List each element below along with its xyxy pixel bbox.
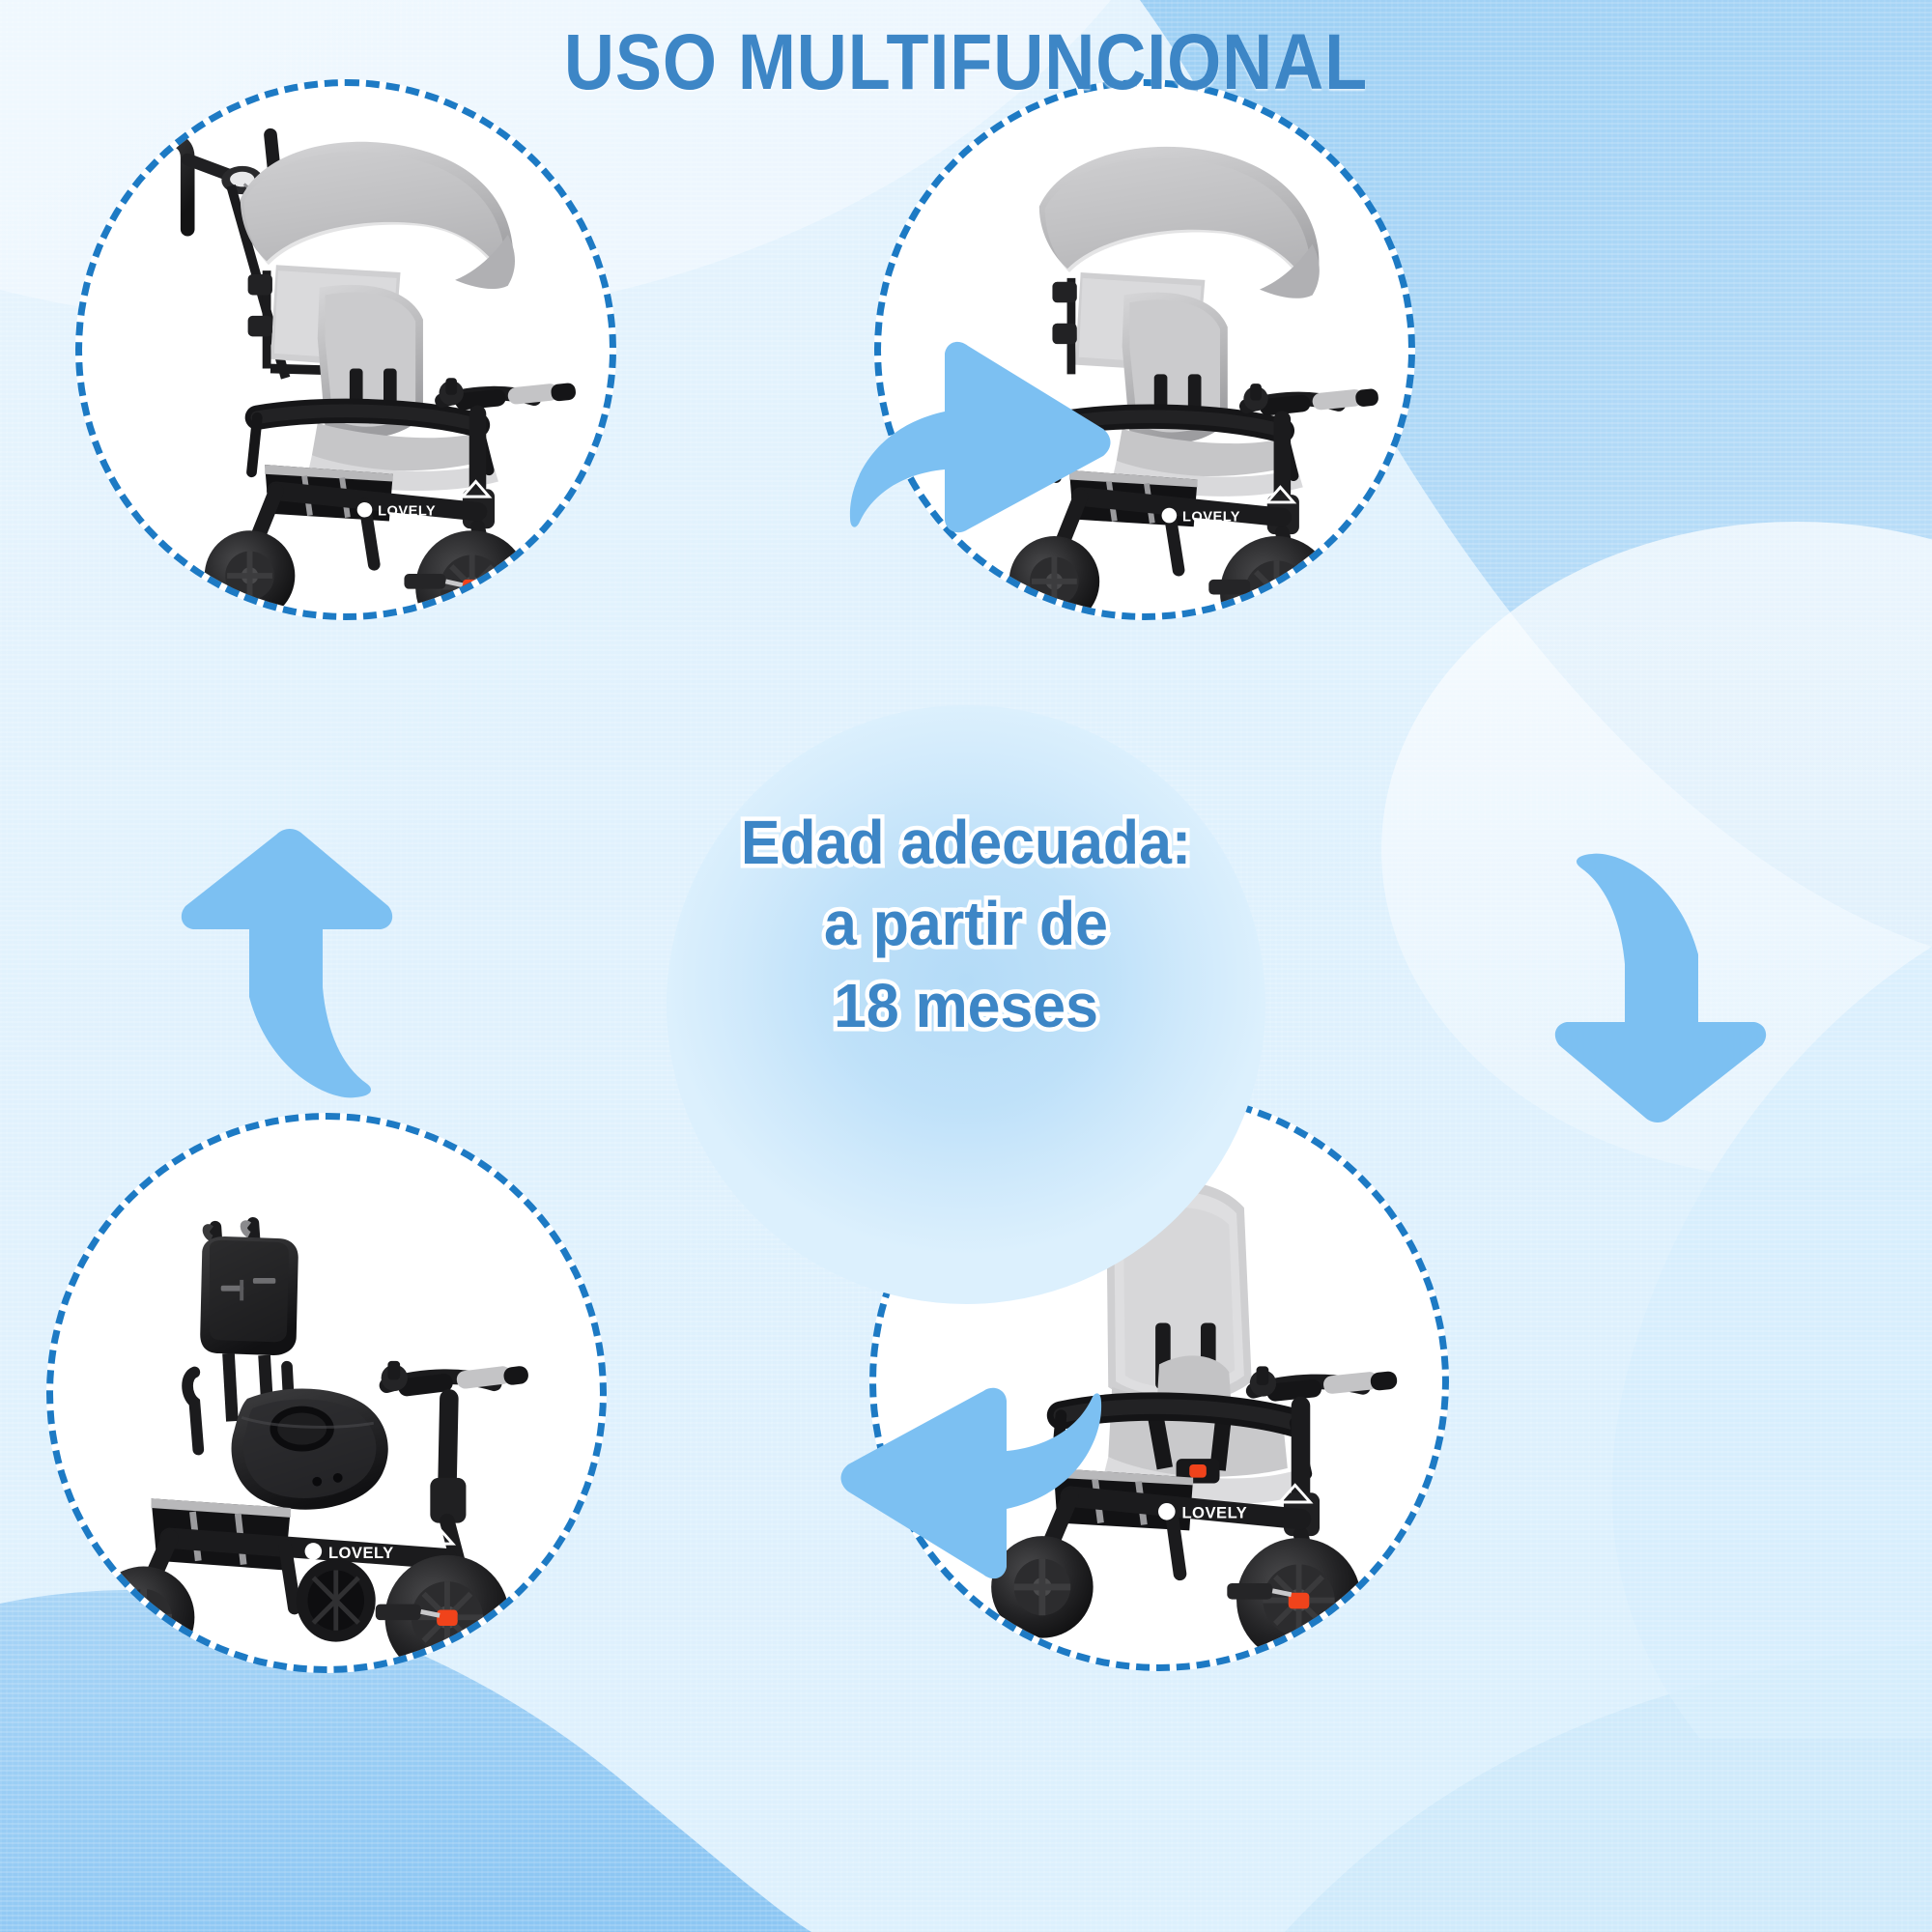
product-photo-stroller-mode: LOVELY: [148, 128, 576, 613]
center-line-3: 18 meses: [830, 966, 1102, 1044]
product-photo-ride-on-mode: LOVELY: [991, 1181, 1398, 1663]
right-mid-wave: [1611, 947, 1932, 1739]
page-title: USO MULTIFUNCIONAL: [563, 18, 1369, 106]
svg-text:LOVELY: LOVELY: [1182, 509, 1240, 525]
bottom-left-wave: [0, 1590, 811, 1932]
arrow-bottom-left-icon: [840, 1387, 1102, 1579]
product-photo-canopy-mode: LOVELY: [1009, 146, 1378, 613]
center-age-badge: [667, 705, 1265, 1304]
arrow-top-right-icon: [849, 341, 1111, 533]
center-age-text: Edad adecuada: a partir de 18 meses: [682, 802, 1251, 1046]
center-line-2: a partir de: [820, 885, 1113, 963]
arrow-right-down-icon: [1554, 853, 1767, 1122]
product-circle-bottom-left[interactable]: LOVELY: [46, 1113, 607, 1673]
product-photo-free-ride-mode: LOVELY: [93, 1217, 528, 1666]
product-circle-top-left[interactable]: LOVELY: [75, 79, 616, 620]
top-right-light-blob: [1381, 522, 1932, 1179]
arrow-left-up-icon: [181, 829, 393, 1098]
center-line-1: Edad adecuada:: [737, 803, 1196, 881]
svg-text:LOVELY: LOVELY: [1181, 1504, 1247, 1522]
svg-text:LOVELY: LOVELY: [328, 1544, 394, 1562]
svg-text:LOVELY: LOVELY: [378, 504, 436, 520]
